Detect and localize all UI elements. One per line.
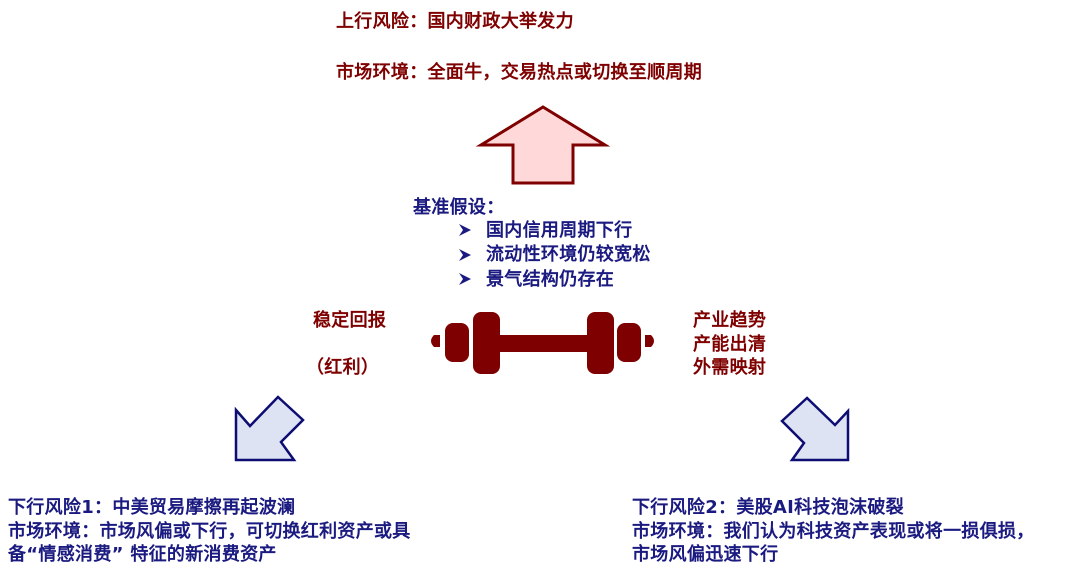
baseline-item-label: 国内信用周期下行: [486, 219, 633, 241]
downside-1-risk-text: 下行风险1：中美贸易摩擦再起波澜: [8, 497, 296, 518]
dividend-label: （红利）: [306, 357, 380, 378]
dumbbell-icon: [431, 312, 654, 374]
downside-2-market-text-cont: 市场风偏迅速下行: [632, 544, 779, 565]
up-arrow-icon: [475, 105, 611, 185]
arrowhead-bullet-icon: [459, 273, 471, 286]
growth-driver-item: 产业趋势: [693, 310, 767, 331]
upside-market-text: 市场环境：全面牛，交易热点或切换至顺周期: [336, 62, 702, 83]
down-right-arrow-icon: [780, 396, 850, 462]
downside-2-block: 下行风险2：美股AI科技泡沫破裂 市场环境：我们认为科技资产表现或将一损俱损， …: [632, 496, 1035, 567]
downside-2-market-text: 市场环境：我们认为科技资产表现或将一损俱损，: [632, 520, 1035, 542]
baseline-list: 国内信用周期下行 流动性环境仍较宽松 景气结构仍存在: [458, 218, 651, 292]
stable-return-label: 稳定回报: [313, 310, 387, 331]
downside-1-market-text-cont: 备“情感消费” 特征的新消费资产: [8, 544, 277, 565]
baseline-item: 景气结构仍存在: [458, 267, 651, 292]
downside-2-risk-text: 下行风险2：美股AI科技泡沫破裂: [632, 497, 904, 518]
baseline-title: 基准假设：: [413, 197, 505, 218]
baseline-item-label: 流动性环境仍较宽松: [486, 244, 651, 265]
downside-1-market-text: 市场环境：市场风偏或下行，可切换红利资产或具: [8, 520, 411, 542]
upside-risk-text: 上行风险：国内财政大举发力: [336, 11, 574, 32]
arrowhead-bullet-icon: [459, 224, 471, 237]
growth-drivers-list: 产业趋势 产能出清 外需映射: [693, 309, 766, 380]
baseline-item-label: 景气结构仍存在: [486, 268, 615, 290]
growth-driver-item: 外需映射: [693, 357, 767, 378]
baseline-item: 国内信用周期下行: [458, 218, 651, 243]
downside-1-block: 下行风险1：中美贸易摩擦再起波澜 市场环境：市场风偏或下行，可切换红利资产或具 …: [8, 496, 411, 567]
growth-driver-item: 产能出清: [693, 333, 767, 355]
down-left-arrow-icon: [234, 395, 305, 462]
baseline-item: 流动性环境仍较宽松: [458, 243, 651, 268]
arrowhead-bullet-icon: [459, 248, 471, 261]
